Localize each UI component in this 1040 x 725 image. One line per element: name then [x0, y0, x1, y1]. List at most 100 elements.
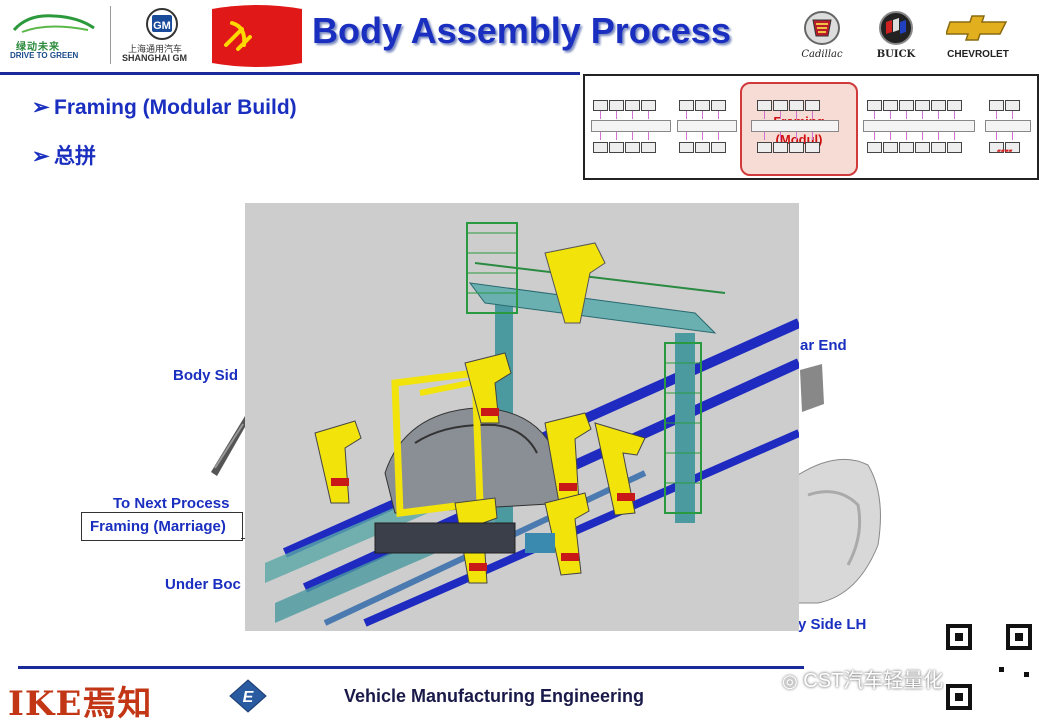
flow-station-box [593, 100, 608, 111]
flow-station-box [773, 142, 788, 153]
buick-shield-icon [879, 11, 913, 45]
flow-belt [985, 120, 1031, 132]
flow-arrow [780, 132, 781, 140]
flow-arrow [812, 132, 813, 140]
buick-logo: BUICK [862, 10, 930, 60]
flow-arrow [702, 111, 703, 119]
flow-station-box [947, 142, 962, 153]
brand-buick-label: BUICK [876, 49, 916, 60]
flow-arrow [616, 111, 617, 119]
label-framing-marriage: Framing (Marriage) [90, 518, 226, 535]
bullet-arrow-icon: ➢ [32, 145, 50, 168]
chevrolet-logo: CHEVROLET [940, 10, 1016, 60]
flow-arrow [648, 132, 649, 140]
flow-arrow [796, 132, 797, 140]
flow-station-box [789, 100, 804, 111]
watermark-text: CST汽车轻量化 [803, 670, 944, 692]
flow-station-box [899, 100, 914, 111]
flow-arrow [954, 132, 955, 140]
flow-arrow [764, 132, 765, 140]
flow-station-box [641, 100, 656, 111]
wechat-watermark: ◎ CST汽车轻量化 [782, 664, 943, 693]
header-rule [0, 72, 580, 75]
flow-arrow [922, 111, 923, 119]
flow-arrow [702, 132, 703, 140]
flow-corner-tag: ▰▰▰▰ [997, 148, 1013, 154]
qr-cell [999, 667, 1004, 672]
flow-arrow [906, 132, 907, 140]
flow-station-box [883, 100, 898, 111]
flow-station-box [641, 142, 656, 153]
flow-arrow [718, 111, 719, 119]
flow-station-box [1005, 100, 1020, 111]
flow-station-box [805, 142, 820, 153]
qr-code-icon [944, 622, 1034, 712]
flow-station-box [695, 100, 710, 111]
wechat-icon: ◎ [782, 671, 798, 691]
cadillac-logo: Cadillac [790, 10, 854, 60]
flow-station-box [915, 142, 930, 153]
label-body-side: Body Sid [173, 367, 239, 384]
flow-arrow [996, 132, 997, 140]
logo-divider [110, 6, 111, 64]
svg-text:E: E [243, 689, 255, 706]
flow-arrow [764, 111, 765, 119]
flow-arrow [686, 132, 687, 140]
flow-station-box [883, 142, 898, 153]
flow-arrow [780, 111, 781, 119]
flow-arrow [874, 132, 875, 140]
flow-station-box [711, 142, 726, 153]
flow-station-box [989, 100, 1004, 111]
flow-station-box [915, 100, 930, 111]
gm-emblem-icon: GM [146, 8, 178, 40]
flow-station-box [789, 142, 804, 153]
svg-text:GM: GM [153, 20, 171, 32]
rear-end-part-icon [800, 364, 824, 412]
flow-belt [677, 120, 737, 132]
ike-logo: IKE焉知 [8, 684, 153, 724]
body-side-lh-part-icon [798, 458, 881, 604]
flow-station-box [947, 100, 962, 111]
flow-station-box [757, 142, 772, 153]
flow-arrow [890, 111, 891, 119]
bullet-framing: ➢Framing (Modular Build) [32, 95, 297, 120]
flow-station-box [679, 142, 694, 153]
flow-arrow [1012, 132, 1013, 140]
flow-station-box [711, 100, 726, 111]
marriage-connector [241, 538, 247, 539]
flow-arrow [632, 132, 633, 140]
flow-station-box [625, 142, 640, 153]
flow-arrow [718, 132, 719, 140]
flow-station-box [899, 142, 914, 153]
flow-arrow [600, 132, 601, 140]
logo-sgm-chinese: 上海通用汽车 [128, 44, 183, 54]
label-body-side-lh: y Side LH [798, 616, 867, 633]
flow-belt [863, 120, 975, 132]
footer-rule [18, 666, 804, 669]
flow-arrow [632, 111, 633, 119]
chevrolet-bowtie-icon [944, 15, 1008, 41]
bullet-framing-text: Framing (Modular Build) [54, 96, 297, 119]
flow-station-box [867, 142, 882, 153]
flow-station-box [757, 100, 772, 111]
page-title: Body Assembly Process [312, 10, 731, 51]
flow-belt [591, 120, 671, 132]
flow-station-box [679, 100, 694, 111]
flow-arrow [996, 111, 997, 119]
framing-marriage-box: Framing (Marriage) [81, 512, 243, 541]
car-outline-icon [12, 14, 95, 33]
flow-station-box [609, 142, 624, 153]
label-under-body: Under Boc [165, 576, 241, 593]
framing-station-image [245, 203, 799, 631]
party-flag-icon [212, 5, 302, 67]
flow-arrow [648, 111, 649, 119]
flow-station-box [931, 100, 946, 111]
flow-arrow [600, 111, 601, 119]
bullet-chinese-text: 总拼 [54, 145, 96, 168]
logo-sgm-english: SHANGHAI GM [122, 53, 187, 63]
bullet-chinese: ➢总拼 [32, 140, 96, 170]
flow-station-box [805, 100, 820, 111]
flow-station-box [867, 100, 882, 111]
flow-arrow [922, 132, 923, 140]
flow-arrow [1012, 111, 1013, 119]
